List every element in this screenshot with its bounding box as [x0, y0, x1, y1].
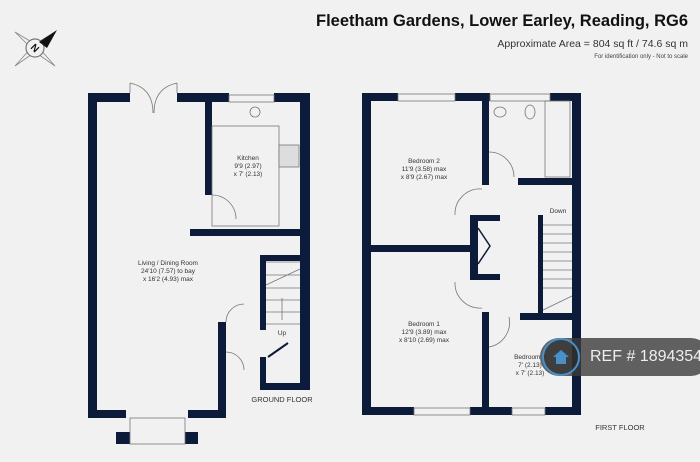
- first-floor-fixtures: [397, 93, 573, 416]
- living-dim2: x 16'2 (4.93) max: [143, 276, 194, 283]
- bedroom1-name: Bedroom 1: [408, 321, 440, 328]
- compass-icon: N: [14, 30, 57, 67]
- ground-floor-fixtures: [129, 82, 301, 445]
- bedroom1-dim2: x 8'10 (2.69) max: [399, 337, 450, 344]
- stairs-up-label: Up: [278, 330, 287, 337]
- kitchen-name: Kitchen: [237, 155, 259, 162]
- disclaimer-note: For identification only - Not to scale: [594, 54, 688, 60]
- kitchen-dim2: x 7' (2.13): [234, 171, 263, 178]
- ground-floor-label: GROUND FLOOR: [251, 395, 313, 404]
- bedroom3-dim1: 7' (2.13): [518, 362, 542, 369]
- kitchen-dim1: 9'9 (2.97): [234, 163, 261, 170]
- bedroom2-name: Bedroom 2: [408, 158, 440, 165]
- living-name: Living / Dining Room: [138, 260, 198, 267]
- home-icon: [542, 338, 580, 376]
- approximate-area: Approximate Area = 804 sq ft / 74.6 sq m: [497, 38, 688, 50]
- ground-floor-walls: [88, 93, 310, 444]
- reference-watermark: REF # 1894354: [540, 338, 700, 376]
- property-title: Fleetham Gardens, Lower Earley, Reading,…: [316, 12, 688, 30]
- first-floor-walls: [362, 93, 581, 415]
- living-dim1: 24'10 (7.57) to bay: [141, 268, 196, 275]
- bedroom2-dim1: 11'9 (3.58) max: [402, 166, 447, 173]
- bedroom3-name: Bedroom 3: [514, 354, 546, 361]
- bedroom1-dim1: 12'9 (3.89) max: [402, 329, 448, 336]
- first-floor-label: FIRST FLOOR: [595, 423, 645, 432]
- reference-number: REF # 1894354: [590, 348, 700, 365]
- bedroom3-dim2: x 7' (2.13): [516, 370, 545, 377]
- stairs-down-label: Down: [550, 208, 567, 215]
- bedroom2-dim2: x 8'9 (2.67) max: [401, 174, 448, 181]
